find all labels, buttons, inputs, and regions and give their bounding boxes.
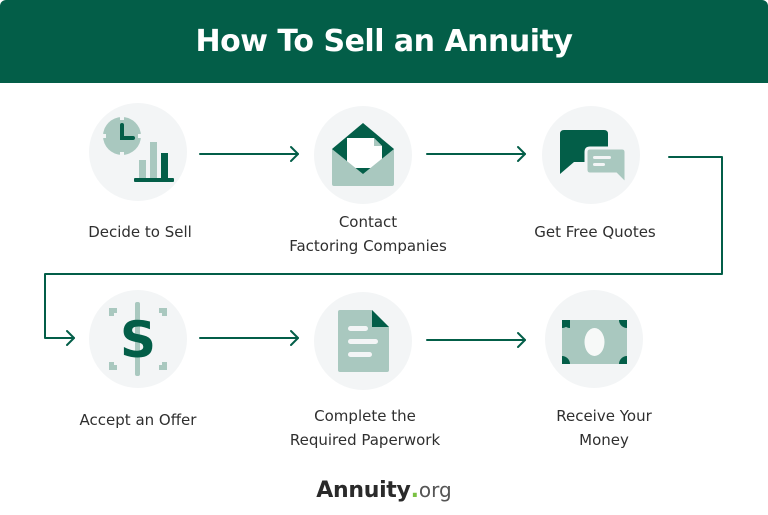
logo-dot: . — [410, 478, 419, 503]
money-bill-icon — [562, 320, 627, 364]
step-2-icon-circle — [314, 106, 412, 204]
step-4-icon-circle: S — [89, 290, 187, 388]
arrow-right-icon — [199, 146, 299, 162]
step-5-label: Complete the Required Paperwork — [289, 407, 441, 449]
arrow-right-icon — [426, 146, 526, 162]
clock-chart-icon — [103, 117, 174, 182]
arrow-right-icon — [426, 332, 526, 348]
chat-bubbles-icon — [560, 130, 628, 188]
step-1-label: Decide to Sell — [88, 223, 192, 241]
step-3-icon-circle — [542, 106, 640, 204]
logo-brand: Annuity — [316, 478, 411, 503]
step-3-label: Get Free Quotes — [534, 223, 656, 241]
annuity-org-logo: Annuity.org — [0, 478, 768, 503]
header-banner: How To Sell an Annuity — [0, 0, 768, 83]
page-title: How To Sell an Annuity — [195, 24, 573, 59]
logo-tld: org — [418, 478, 452, 502]
svg-text:S: S — [120, 311, 156, 369]
dollar-sign-icon: S — [109, 302, 167, 376]
step-6-icon-circle — [545, 290, 643, 388]
document-icon — [338, 310, 389, 372]
step-6-label: Receive Your Money — [556, 407, 652, 449]
envelope-letter-icon — [332, 123, 394, 186]
step-1-icon-circle — [89, 103, 187, 201]
step-2-label: Contact Factoring Companies — [289, 213, 447, 255]
arrow-right-icon — [199, 330, 299, 346]
step-5-icon-circle — [314, 292, 412, 390]
step-4-label: Accept an Offer — [79, 411, 197, 429]
